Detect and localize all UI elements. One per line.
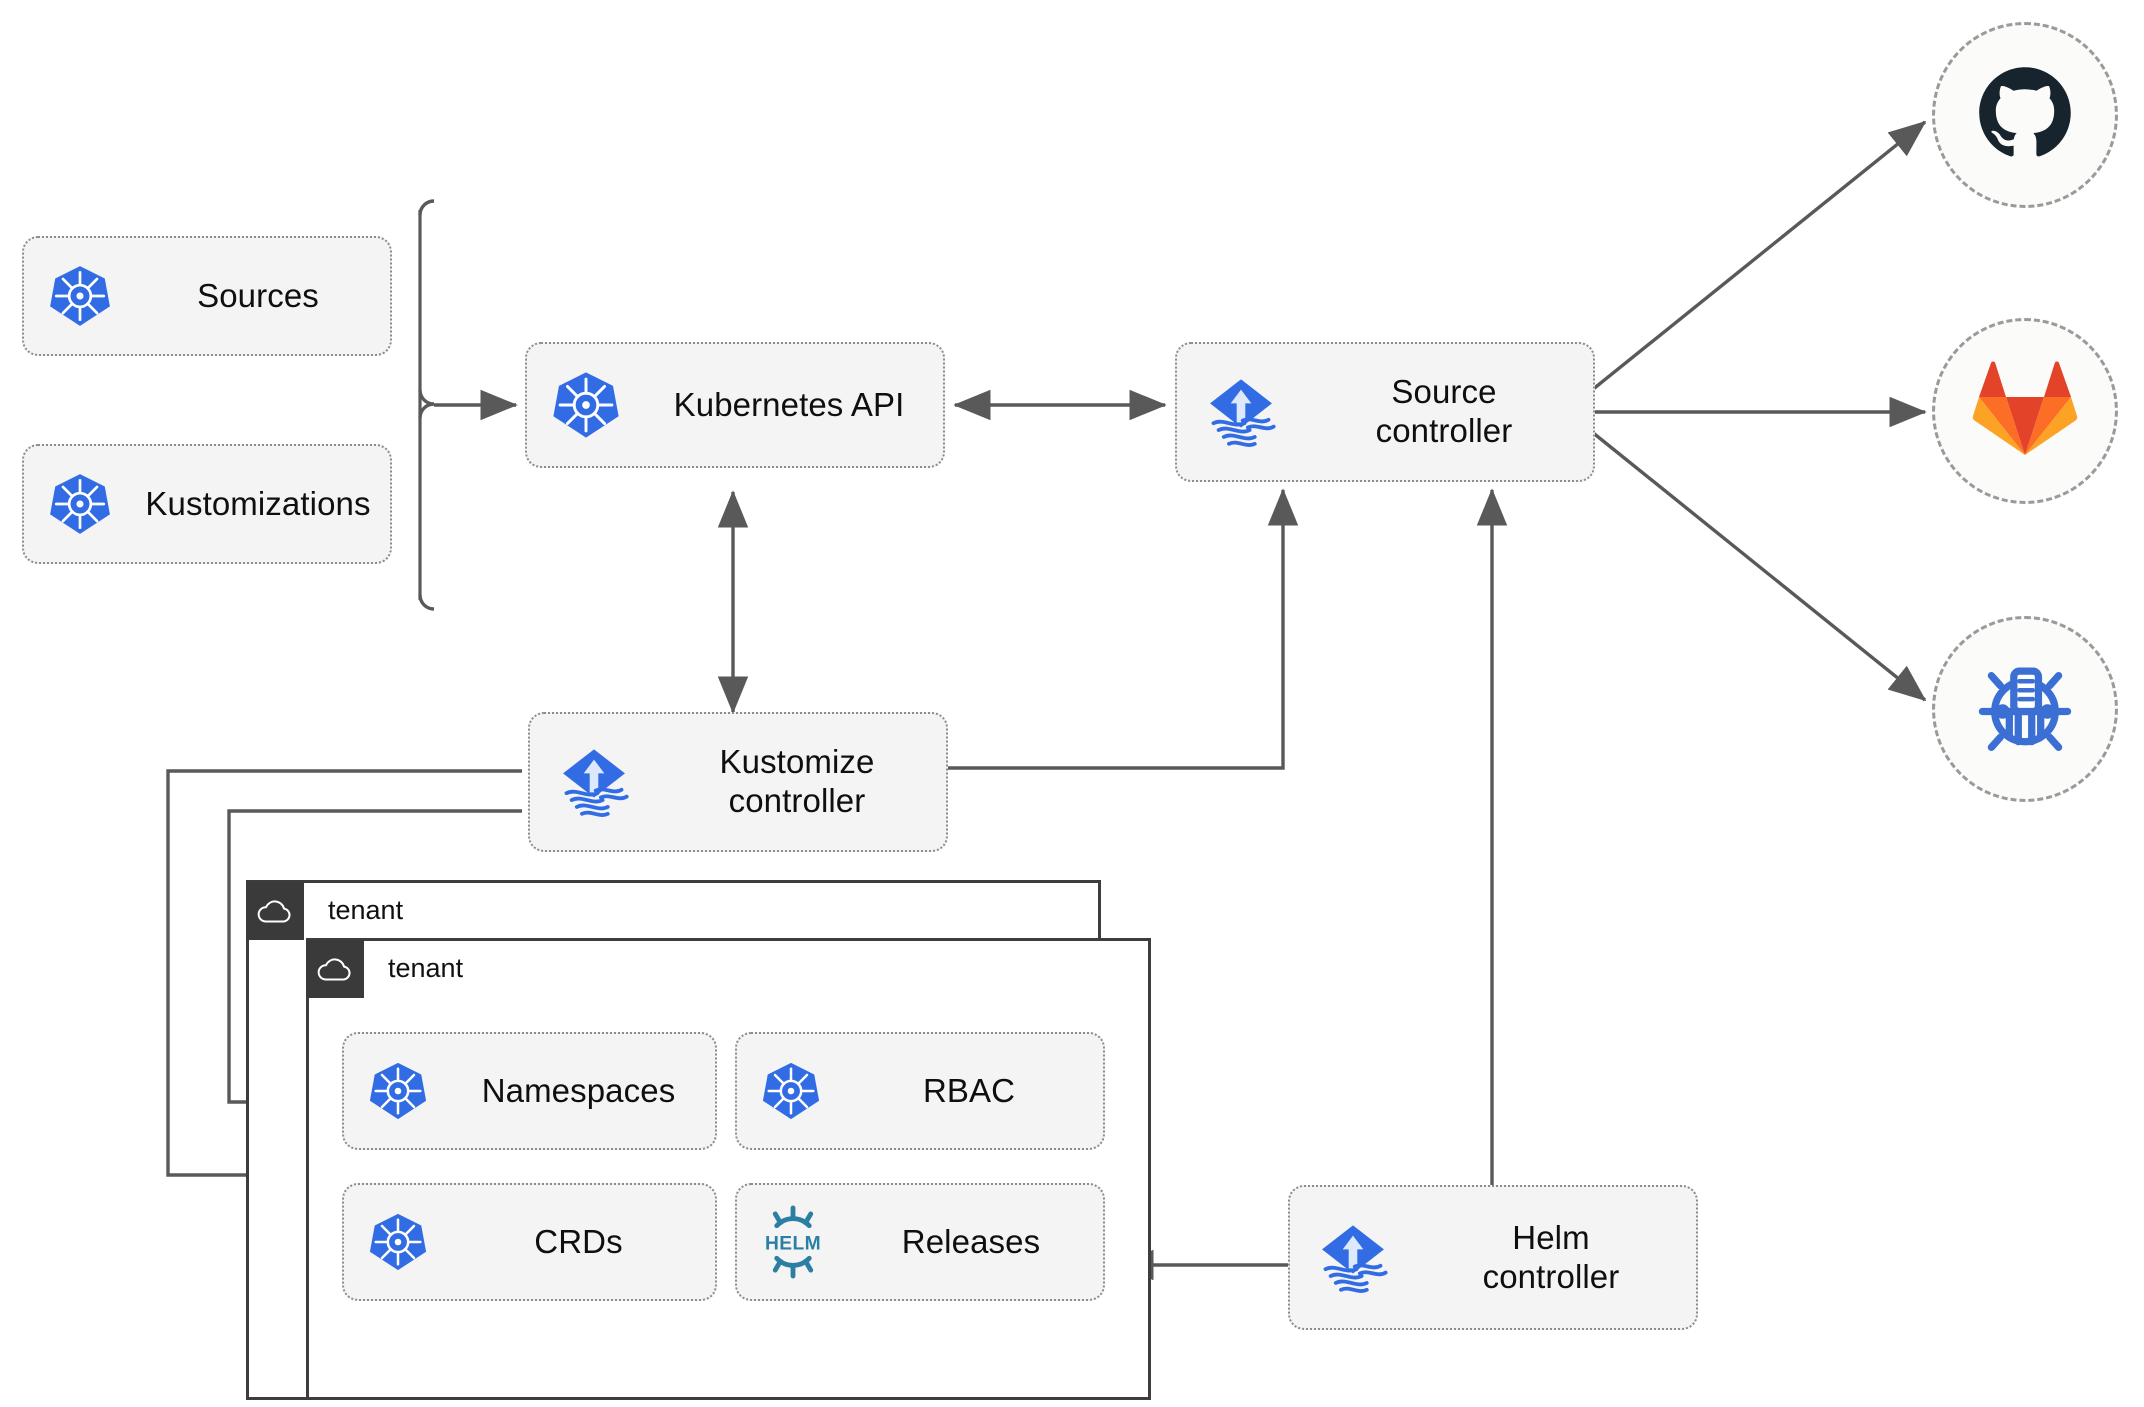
node-kubernetes-api-label: Kubernetes API xyxy=(673,385,905,423)
node-kustomizations[interactable]: Kustomizations xyxy=(22,444,392,564)
github-icon xyxy=(1973,61,2077,170)
tenant-tab-outer-label: tenant xyxy=(328,895,404,925)
target-bucket[interactable] xyxy=(1932,616,2118,802)
tenant-container-inner[interactable]: tenant xyxy=(306,938,1151,1400)
tenant-tab-inner-label: tenant xyxy=(388,953,464,983)
node-rbac-label: RBAC xyxy=(922,1071,1016,1109)
flux-icon xyxy=(530,739,658,825)
node-source-controller-label: Source controller xyxy=(1375,373,1513,449)
node-helm-controller[interactable]: Helm controller xyxy=(1288,1185,1698,1330)
node-kustomizations-label: Kustomizations xyxy=(145,484,371,522)
kubernetes-icon xyxy=(344,1060,452,1122)
node-crds-label: CRDs xyxy=(534,1222,623,1260)
kubernetes-icon xyxy=(24,471,136,537)
kubernetes-icon xyxy=(527,369,645,441)
node-kubernetes-api[interactable]: Kubernetes API xyxy=(525,342,945,468)
target-github[interactable] xyxy=(1932,22,2118,208)
svg-text:HELM: HELM xyxy=(765,1233,821,1254)
edge-kustomize-to-source xyxy=(948,488,1299,770)
bucket-icon xyxy=(1969,651,2081,768)
cloud-icon xyxy=(246,881,304,940)
edge-source-to-github xyxy=(1590,120,1927,392)
edge-brace-cap-bottom xyxy=(418,594,435,611)
node-sources-label: Sources xyxy=(197,276,319,314)
tenant-tab-inner[interactable]: tenant xyxy=(306,938,1081,998)
node-releases[interactable]: HELM Releases xyxy=(735,1183,1105,1301)
node-crds[interactable]: CRDs xyxy=(342,1183,717,1301)
edge-brace-middle xyxy=(418,389,435,419)
node-kustomize-controller[interactable]: Kustomize controller xyxy=(528,712,948,852)
node-rbac[interactable]: RBAC xyxy=(735,1032,1105,1150)
node-source-controller[interactable]: Source controller xyxy=(1175,342,1595,482)
node-helm-controller-label: Helm controller xyxy=(1482,1218,1620,1295)
kubernetes-icon xyxy=(24,263,136,329)
target-gitlab[interactable] xyxy=(1932,318,2118,504)
gitlab-icon xyxy=(1972,359,2078,464)
node-namespaces-label: Namespaces xyxy=(481,1071,676,1109)
tenant-tab-outer[interactable]: tenant xyxy=(246,880,1031,940)
node-namespaces[interactable]: Namespaces xyxy=(342,1032,717,1150)
cloud-icon xyxy=(306,939,364,998)
node-releases-label: Releases xyxy=(901,1222,1041,1260)
flux-icon xyxy=(1177,369,1305,455)
node-sources[interactable]: Sources xyxy=(22,236,392,356)
edge-source-to-bucket xyxy=(1590,430,1927,702)
kubernetes-icon xyxy=(737,1060,845,1122)
kubernetes-icon xyxy=(344,1211,452,1273)
node-kustomize-controller-label: Kustomize controller xyxy=(719,743,875,819)
edge-brace-cap-top xyxy=(418,199,435,216)
flux-icon xyxy=(1290,1215,1416,1301)
helm-icon: HELM xyxy=(737,1205,849,1279)
